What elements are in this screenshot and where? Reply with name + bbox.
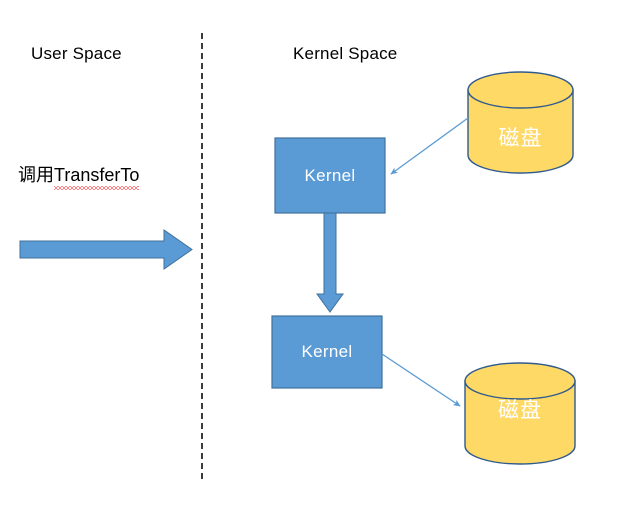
user-kernel-boundary-divider: [201, 33, 203, 479]
kernel-to-disk-connector: [381, 353, 461, 407]
kernel-to-kernel-arrow: [316, 212, 344, 313]
kernel-box-top: [274, 137, 386, 214]
kernel-box-bottom: [271, 315, 383, 389]
kernel-space-title: Kernel Space: [293, 44, 398, 63]
disk-to-kernel-connector: [390, 117, 469, 175]
transferto-syscall-label: 调用TransferTo: [18, 164, 140, 189]
user-space-call-arrow: [19, 229, 193, 270]
disk-cylinder-top: [467, 71, 574, 174]
user-space-title: User Space: [31, 44, 122, 63]
disk-cylinder-bottom: [464, 362, 576, 465]
syscall-prefix-text: 调用: [18, 165, 54, 186]
syscall-api-name-misspelled: TransferTo: [54, 165, 140, 189]
